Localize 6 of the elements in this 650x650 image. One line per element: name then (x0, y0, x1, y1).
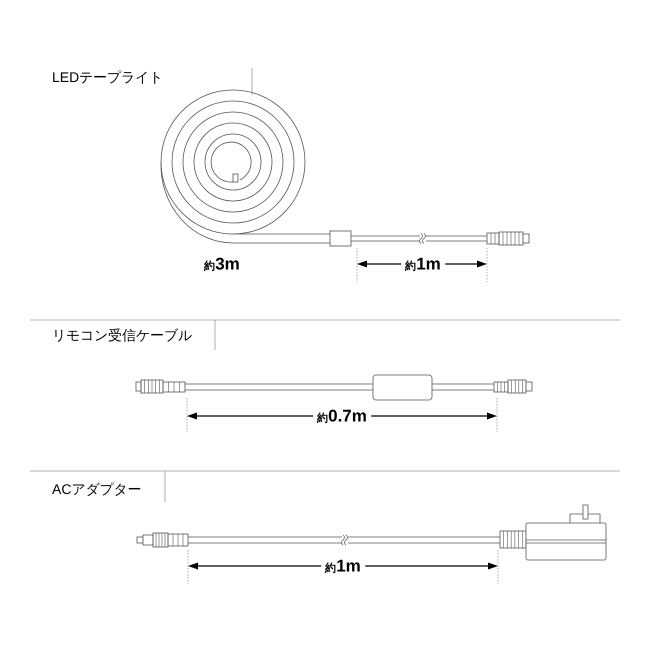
dimension-label: 約0.7m (313, 408, 371, 424)
section-heading: リモコン受信ケーブル (52, 328, 192, 342)
section-heading: LEDテープライト (52, 70, 164, 84)
dimension-label: 約1m (321, 558, 365, 574)
dimension-label: 約1m (401, 256, 445, 272)
section-heading: ACアダプター (52, 482, 142, 496)
